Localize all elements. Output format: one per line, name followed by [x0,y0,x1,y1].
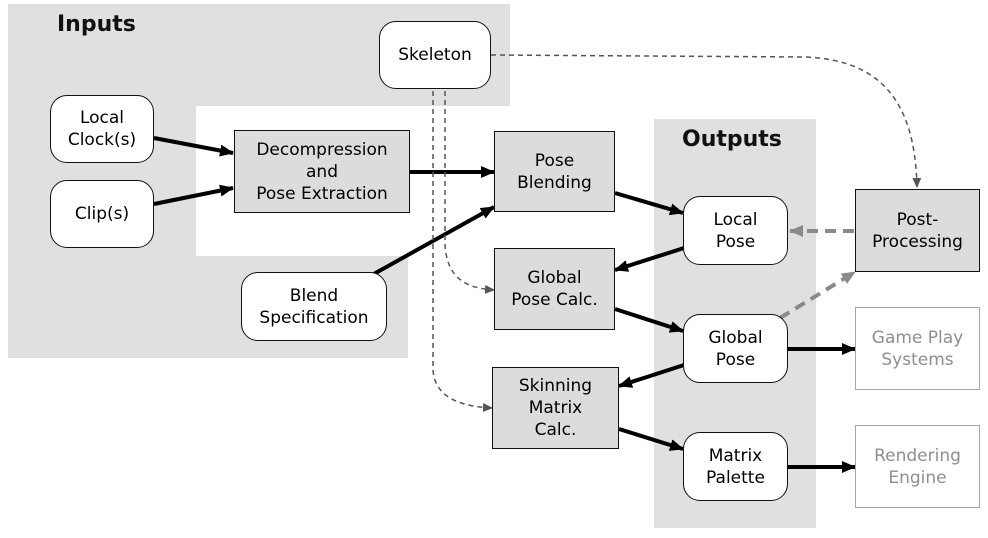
skinning-matrix-calc-node: Skinning Matrix Calc. [492,367,619,449]
local-clock-node: Local Clock(s) [50,95,154,163]
edge-local-clock-to-decompression [153,136,234,157]
edge-global-pose-calc-to-global-pose [614,307,684,333]
decompression-node: Decompression and Pose Extraction [234,130,410,213]
edge-pose-blending-to-local-pose [614,191,684,216]
matrix-palette-node: Matrix Palette [683,432,788,501]
edge-skinning-to-matrix-palette [618,427,684,451]
post-processing-node: Post- Processing [855,189,980,272]
game-play-systems-node: Game Play Systems [855,307,980,390]
edge-blend-spec-to-pose-blending [371,205,495,277]
inputs-title: Inputs [57,12,136,37]
edge-global-pose-to-post-processing [778,270,857,320]
pose-blending-node: Pose Blending [494,131,615,212]
skeleton-node: Skeleton [379,21,491,89]
rendering-engine-node: Rendering Engine [855,425,980,508]
outputs-title: Outputs [682,127,782,152]
clips-node: Clip(s) [50,180,154,248]
blend-specification-node: Blend Specification [241,272,387,341]
edge-skeleton-to-skinning [432,91,493,413]
local-pose-node: Local Pose [683,196,788,265]
edge-skeleton-to-global-pose-calc [444,91,495,294]
edge-global-pose-to-skinning [618,363,685,388]
edge-clips-to-decompression [153,184,234,206]
global-pose-node: Global Pose [683,314,788,383]
edge-skeleton-to-post-processing [490,54,922,188]
edge-local-pose-to-global-pose-calc [614,246,685,272]
global-pose-calc-node: Global Pose Calc. [494,248,615,330]
